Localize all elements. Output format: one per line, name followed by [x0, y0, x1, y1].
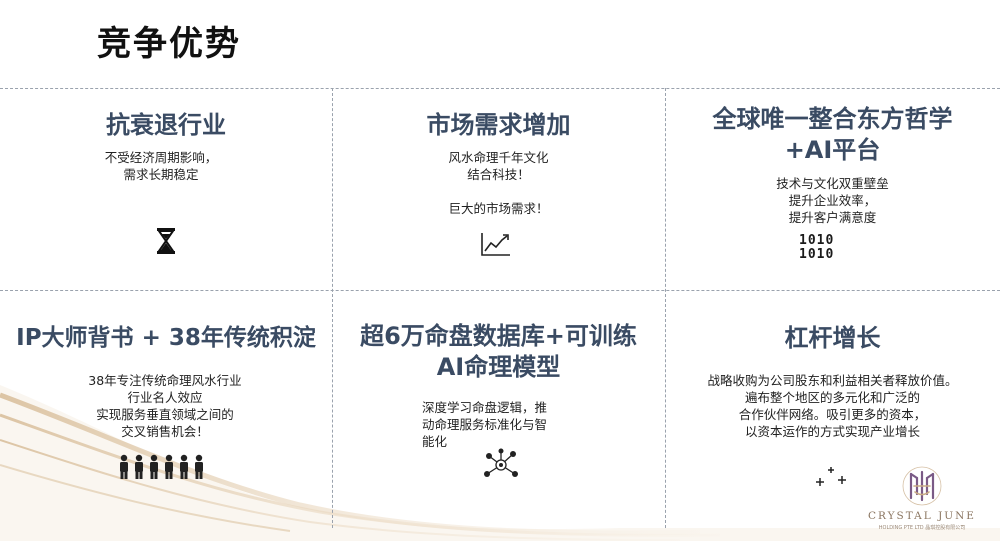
cell-heading: 杠杆增长	[784, 324, 881, 352]
line-chart-icon	[481, 233, 510, 256]
cell-text-line: 提升企业效率，	[788, 193, 877, 208]
cell-text-line: 合作伙伴网络。吸引更多的资本，	[738, 407, 927, 422]
cell-text-line: 38年专注传统命理风水行业	[88, 373, 242, 388]
cell-text-line: 深度学习命盘逻辑，推	[422, 400, 548, 415]
cell-text-line: 遍布整个地区的多元化和广泛的	[744, 390, 920, 405]
cell-text-line: 技术与文化双重壁垒	[776, 176, 889, 191]
cell-text-line: 以资本运作的方式实现产业增长	[744, 424, 920, 439]
cell-text-line: 需求长期稳定	[123, 167, 199, 182]
cell-text-line: 实现服务垂直领域之间的	[96, 407, 234, 422]
cell-heading: 抗衰退行业	[106, 111, 226, 139]
logo-subtitle: HOLDING PTE LTD 晶琪控股有限公司	[878, 525, 966, 531]
cell-heading: 市场需求增加	[426, 111, 571, 139]
binary-icon-row: 1010	[799, 247, 835, 262]
cell-text-line: 能化	[422, 434, 448, 449]
cell-leveraged-growth: 杠杆增长 战略收购为公司股东和利益相关者释放价值。 遍布整个地区的多元化和广泛的…	[665, 323, 1000, 486]
network-icon	[484, 448, 518, 477]
cell-heading-line: 超6万命盘数据库+可训练	[360, 322, 637, 350]
cell-heading-line: AI命理模型	[436, 353, 561, 381]
page-title: 竞争优势	[97, 24, 241, 64]
binary-icon: 1010 1010	[799, 234, 849, 262]
cell-text-line: 风水命理千年文化	[448, 150, 549, 165]
cell-text-line: 战略收购为公司股东和利益相关者释放价值。	[707, 373, 958, 388]
cell-text-line: 不受经济周期影响，	[104, 150, 218, 165]
cell-market-demand: 市场需求增加 风水命理千年文化 结合科技！ 巨大的市场需求！	[332, 110, 665, 257]
cell-text-line: 交叉销售机会！	[121, 424, 209, 439]
cell-text-line: 巨大的市场需求！	[448, 201, 549, 216]
cell-text-line: 动命理服务标准化与智	[422, 417, 548, 432]
cell-ip-master: IP大师背书 + 38年传统积淀 38年专注传统命理风水行业 行业名人效应 实现…	[0, 323, 332, 480]
hourglass-icon	[157, 228, 175, 254]
cell-text-line: 结合科技！	[467, 167, 530, 182]
people-group-icon	[120, 454, 203, 479]
binary-icon-row: 1010	[799, 233, 835, 248]
company-logo: CRYSTAL JUNE HOLDING PTE LTD 晶琪控股有限公司	[862, 464, 982, 531]
logo-name: CRYSTAL JUNE	[868, 510, 976, 522]
cell-anti-recession: 抗衰退行业 不受经济周期影响， 需求长期稳定	[0, 110, 332, 255]
cell-heading: IP大师背书 + 38年传统积淀	[16, 325, 316, 351]
cell-heading-line: 全球唯一整合东方哲学	[712, 105, 953, 133]
cell-database-ai-model: 超6万命盘数据库+可训练 AI命理模型 深度学习命盘逻辑，推 动命理服务标准化与…	[332, 321, 665, 482]
cell-text-line: 提升客户满意度	[788, 210, 877, 225]
cell-text-line: 行业名人效应	[127, 390, 203, 405]
sparkle-plus-icon	[816, 467, 846, 486]
crystal-june-logo-icon	[902, 466, 942, 506]
cell-global-unique-platform: 全球唯一整合东方哲学 +AI平台 技术与文化双重壁垒 提升企业效率， 提升客户满…	[665, 104, 1000, 262]
cell-heading-line: +AI平台	[784, 136, 881, 164]
